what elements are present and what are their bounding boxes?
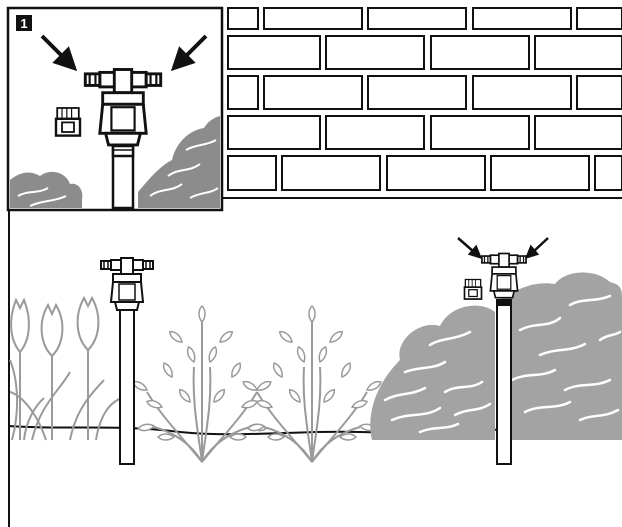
- arrow-icon: [458, 238, 480, 257]
- arrow-icon: [527, 238, 548, 257]
- step-number: 1: [20, 16, 27, 31]
- step-1-inset: 1: [8, 8, 222, 210]
- brick-wall: [222, 8, 622, 198]
- tulip-group: [10, 298, 122, 440]
- riser-assembly-left: [101, 258, 153, 464]
